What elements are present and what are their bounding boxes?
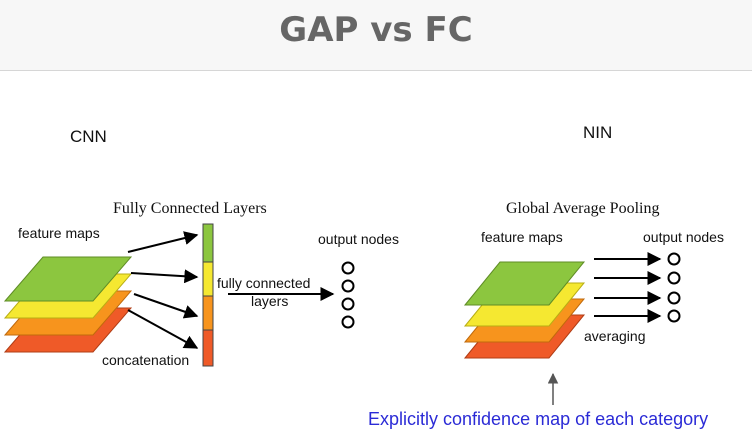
nin-averaging-arrows	[594, 252, 662, 323]
header: GAP vs FC	[0, 0, 752, 71]
nin-output-nodes	[667, 252, 681, 323]
page-title: GAP vs FC	[279, 10, 473, 50]
nin-map-green	[463, 261, 586, 306]
cnn-feature-maps-label: feature maps	[18, 225, 100, 241]
nin-output-node	[667, 291, 681, 305]
nin-output-node	[667, 252, 681, 266]
cnn-fc-label-line1: fully connected	[217, 275, 310, 291]
cnn-output-nodes	[341, 261, 355, 329]
cnn-fc-label-line2: layers	[251, 293, 288, 309]
cnn-title: CNN	[70, 127, 107, 146]
cnn-output-node	[341, 261, 355, 275]
cnn-concat-arrows	[127, 231, 199, 349]
nin-averaging-label: averaging	[584, 328, 646, 344]
cnn-output-label: output nodes	[318, 231, 399, 247]
nin-section-label: Global Average Pooling	[506, 200, 659, 217]
nin-feature-maps-label: feature maps	[481, 229, 563, 245]
nin-output-label: output nodes	[643, 229, 724, 245]
cnn-output-node	[341, 279, 355, 293]
cnn-concat-bar	[202, 223, 214, 367]
nin-title: NIN	[583, 123, 612, 142]
nin-output-node	[667, 271, 681, 285]
cnn-output-node	[341, 315, 355, 329]
nin-feature-map-stack	[463, 261, 586, 359]
cnn-feature-map-stack	[3, 256, 133, 353]
cnn-concatenation-label: concatenation	[102, 352, 189, 368]
cnn-section-label: Fully Connected Layers	[113, 200, 267, 217]
nin-output-node	[667, 309, 681, 323]
cnn-map-green	[3, 256, 133, 302]
caption: Explicitly confidence map of each catego…	[368, 409, 708, 429]
cnn-output-node	[341, 297, 355, 311]
diagram: CNN Fully Connected Layers feature maps …	[3, 123, 724, 429]
